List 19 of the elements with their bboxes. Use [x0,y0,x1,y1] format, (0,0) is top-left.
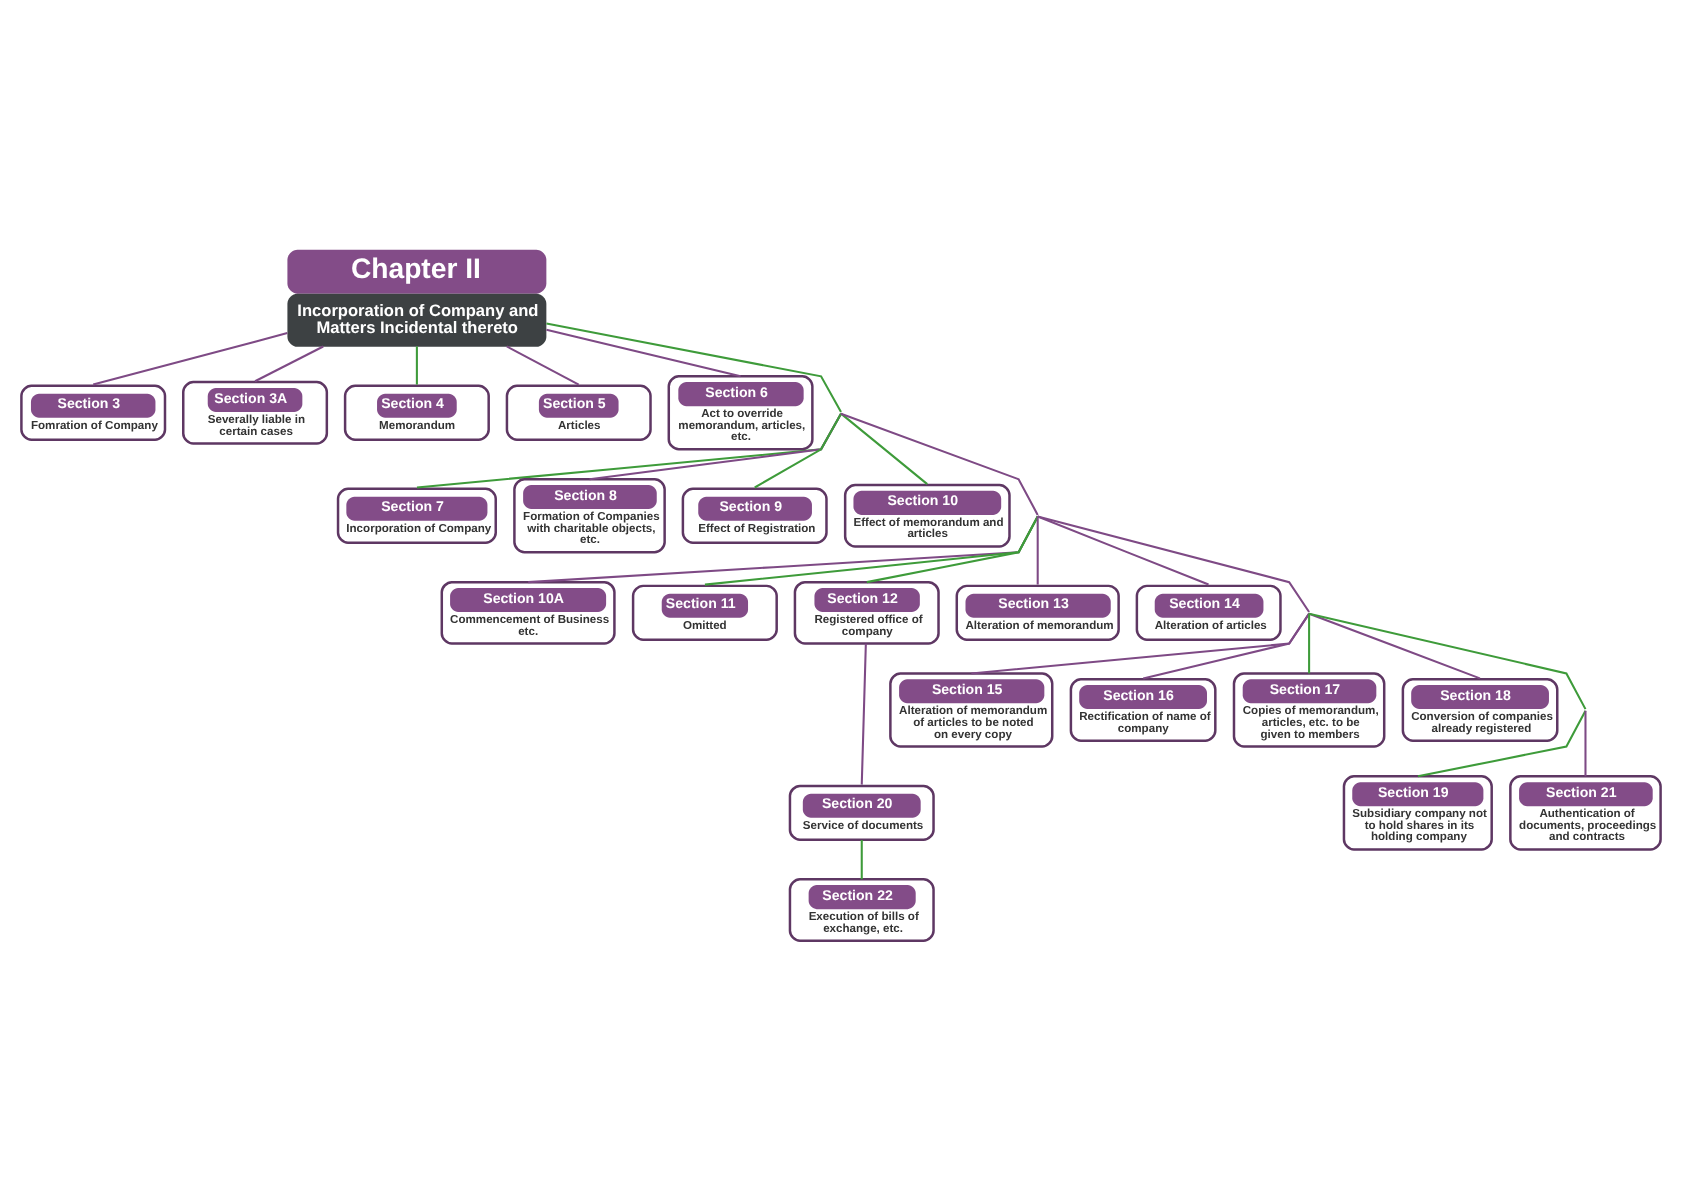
connector [546,328,741,378]
connector [1308,612,1587,778]
connector [1036,516,1039,585]
connector [415,346,418,385]
connector [92,332,288,386]
connector [506,345,580,386]
connector [971,515,1310,675]
connector [704,516,1039,586]
connector [860,643,867,785]
connector [754,413,842,489]
connector [866,516,1039,584]
connector [1308,612,1481,680]
connector [1584,710,1587,777]
connector [1308,613,1311,674]
connector [840,412,928,485]
connector [860,840,863,880]
connector [1037,515,1209,586]
connector [254,345,324,383]
connector [1142,613,1310,680]
